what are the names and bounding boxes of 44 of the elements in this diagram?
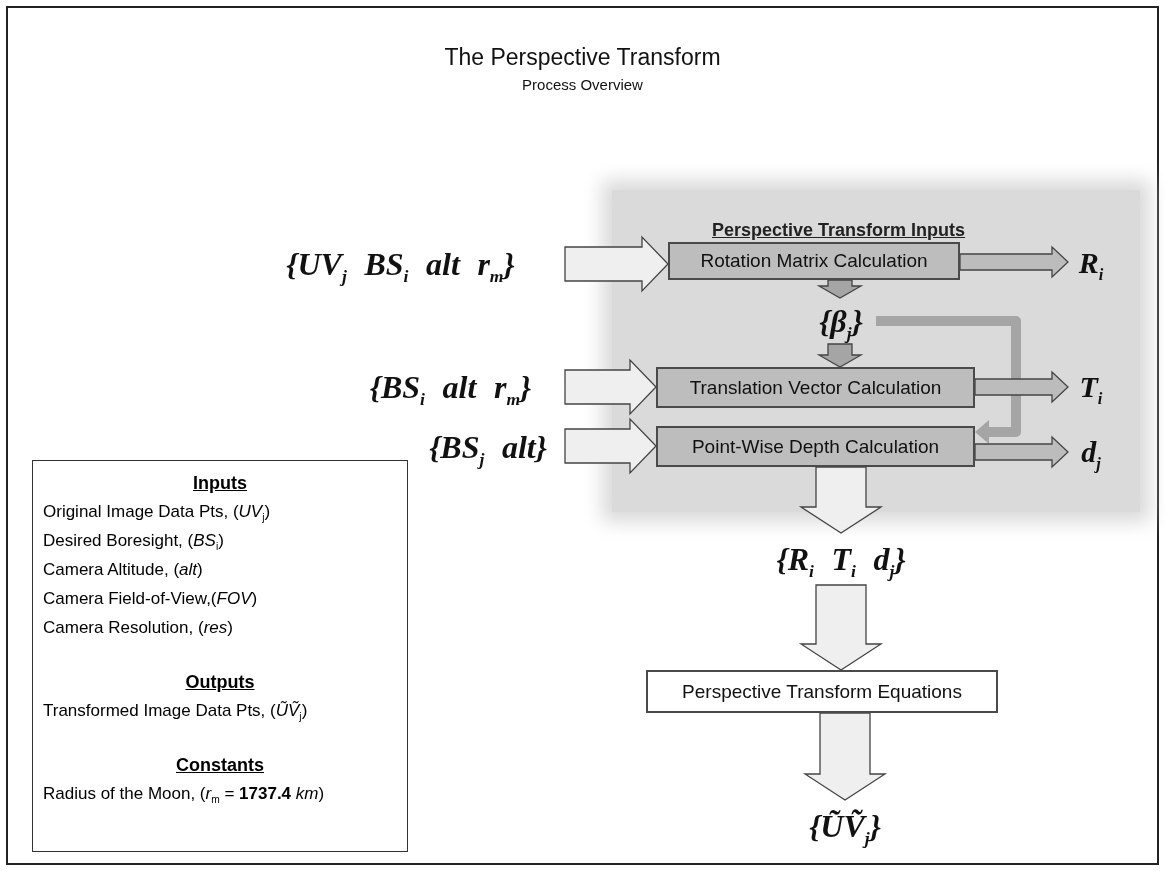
formula: {ŨṼ$_{j}$} [800,800,890,852]
formula: R$_{i}$ [1068,242,1114,284]
block-arrow [959,245,1069,279]
subtitle: Process Overview [521,76,644,93]
elbow-arrow [876,316,1021,444]
info-line: Camera Resolution, (res) [43,617,234,639]
block-arrow [564,417,657,475]
formula: {BS$_{i}$ alt r$_{m}$} [336,362,565,412]
formula: {UV$_{j}$ BS$_{i}$ alt r$_{m}$} [236,238,565,290]
info-line: Transformed Image Data Pts, (ŨṼ$_{j}$) [43,700,309,725]
info-line: Original Image Data Pts, (UV$_{j}$) [43,501,272,526]
block-arrow [974,370,1069,404]
block-arrow [816,279,864,299]
section-heading: Outputs [185,671,255,694]
info-line: Camera Field-of-View,(FOV) [43,588,259,610]
box-label: Rotation Matrix Calculation [700,250,928,272]
block-arrow [564,358,657,416]
section-heading: Constants [176,754,264,777]
block-arrow [564,235,669,293]
box-label: Perspective Transform Equations [682,680,962,703]
panel-heading: Perspective Transform Inputs [712,220,966,241]
block-arrow [798,466,884,534]
block-arrow [798,584,884,671]
process-box [646,670,998,713]
block-arrow [802,712,888,801]
formula: {R$_{i}$ T$_{i}$ d$_{j}$} [738,533,944,585]
box-label: Point-Wise Depth Calculation [691,435,940,458]
title: The Perspective Transform [443,44,722,71]
box-label: Translation Vector Calculation [689,376,942,399]
process-box [668,242,960,280]
section-heading: Inputs [193,472,247,495]
block-arrow [816,343,864,368]
info-line: Desired Boresight, (BS$_{i}$) [43,530,225,555]
formula: {β$_{j}$} [806,298,876,344]
block-arrow [974,435,1069,469]
info-line: Radius of the Moon, (r$_{m}$ = 1737.4 km) [43,783,326,808]
formula: {BS$_{j}$ alt} [411,422,565,472]
process-box [656,367,975,408]
info-line: Camera Altitude, (alt) [43,559,204,581]
process-box [656,426,975,467]
formula: T$_{i}$ [1068,366,1114,408]
formula: d$_{j}$ [1068,431,1114,473]
info-box [32,460,408,852]
input-panel [612,190,1140,512]
